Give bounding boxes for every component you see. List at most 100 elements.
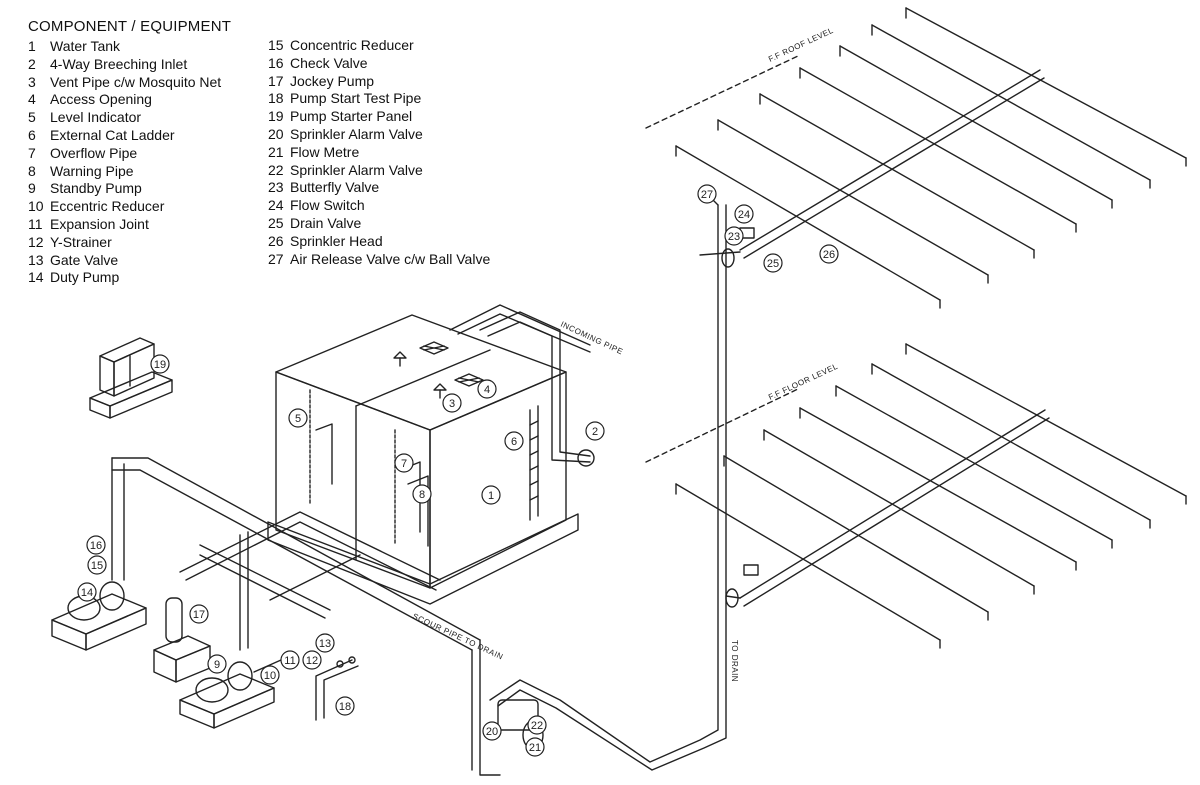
legend-item-number: 17 [268, 72, 284, 89]
roof-level-label: F.F ROOF LEVEL [767, 26, 835, 64]
legend-item-label: Jockey Pump [290, 72, 375, 89]
legend-item-label: Expansion Joint [50, 215, 149, 232]
legend-item-number: 3 [28, 73, 36, 90]
callout-circle [482, 721, 502, 741]
duty-pump [51, 581, 147, 651]
floor-level-valves [725, 564, 759, 608]
callout-number: 9 [214, 659, 220, 671]
legend-item-label: Level Indicator [50, 109, 142, 126]
legend-item-number: 19 [268, 108, 284, 125]
legend-item-number: 5 [28, 109, 36, 126]
legend-item-label: External Cat Ladder [50, 126, 175, 143]
legend-item: 15 Concentric Reducer [268, 37, 490, 55]
legend-item-label: Drain Valve [290, 214, 362, 231]
legend-item-label: Pump Start Test Pipe [290, 90, 422, 107]
legend-item-number: 22 [268, 161, 284, 178]
callout-number: 15 [91, 560, 103, 572]
legend-item-number: 10 [28, 198, 44, 215]
callout-number: 3 [449, 398, 455, 410]
callout-number: 18 [339, 701, 351, 713]
callout-number: 22 [531, 720, 543, 732]
legend-item-number: 15 [268, 37, 284, 53]
scour-pipe-label: SCOUR PIPE TO DRAIN [411, 612, 505, 662]
legend-item-number: 1 [28, 38, 36, 54]
legend-item-number: 11 [28, 215, 43, 232]
callout-number: 16 [90, 540, 102, 552]
callout-number: 7 [401, 458, 407, 470]
callout-circle [504, 431, 524, 451]
callout-number: 17 [193, 609, 205, 621]
legend-item: 18 Pump Start Test Pipe [268, 90, 490, 108]
to-drain-label: TO DRAIN [730, 640, 739, 682]
legend-item-label: 4-Way Breeching Inlet [50, 55, 188, 72]
callout-circle [525, 737, 545, 757]
legend-item-number: 26 [268, 232, 284, 249]
callout-number: 13 [319, 638, 331, 650]
callout-number: 4 [484, 384, 490, 396]
callout-circle [394, 453, 414, 473]
callout-number: 26 [823, 249, 835, 261]
callout-number: 11 [284, 655, 295, 667]
legend-item-label: Flow Switch [290, 197, 365, 214]
incoming-pipe [449, 304, 595, 467]
legend-item-label: Sprinkler Head [290, 232, 383, 249]
callout-number: 23 [728, 231, 740, 243]
legend-title: COMPONENT / EQUIPMENT [28, 18, 232, 35]
incoming-pipe-label: INCOMING PIPE [559, 320, 624, 357]
legend-item-label: Butterfly Valve [290, 179, 380, 196]
legend-item-number: 18 [268, 90, 284, 107]
legend-item-number: 12 [28, 233, 44, 250]
callout-number: 27 [701, 189, 713, 201]
legend-item-number: 27 [268, 250, 284, 267]
callout-circle [150, 354, 170, 374]
legend-item-label: Sprinkler Alarm Valve [290, 125, 423, 142]
callout-circle [87, 555, 107, 575]
pump-starter-panel [89, 337, 173, 419]
legend-item-number: 7 [28, 144, 36, 161]
legend-item: 17 Jockey Pump [268, 73, 490, 91]
legend-item-label: Duty Pump [50, 269, 120, 286]
legend-item-number: 8 [28, 162, 36, 179]
legend-item: 27 Air Release Valve c/w Ball Valve [268, 251, 490, 269]
legend-item: 6 External Cat Ladder [28, 127, 221, 145]
callout-number: 12 [306, 655, 318, 667]
callout-number: 24 [738, 209, 750, 221]
legend-item-label: Concentric Reducer [290, 37, 414, 53]
callout-circle [335, 696, 355, 716]
legend-item-number: 4 [28, 91, 36, 108]
callout-number: 1 [488, 490, 494, 502]
legend-item-number: 16 [268, 54, 284, 71]
legend-item: 5 Level Indicator [28, 109, 221, 127]
legend-item-label: Sprinkler Alarm Valve [290, 161, 423, 178]
legend-item-number: 21 [268, 143, 284, 160]
callout-circle [819, 244, 839, 264]
legend-item: 1 Water Tank [28, 38, 221, 56]
legend-item-number: 14 [28, 269, 44, 286]
legend-item: 26 Sprinkler Head [268, 233, 490, 251]
callout-circle [724, 226, 744, 246]
legend-item-label: Air Release Valve c/w Ball Valve [290, 250, 491, 267]
legend-item-label: Flow Metre [290, 143, 360, 160]
callout-circle [280, 650, 300, 670]
floor-level-label: F.F FLOOR LEVEL [767, 362, 839, 402]
pump-start-test-pipe [315, 656, 359, 721]
legend-item-number: 13 [28, 251, 44, 268]
standby-pump [179, 655, 291, 729]
legend-item: 11 Expansion Joint [28, 216, 221, 234]
legend-item-label: Standby Pump [50, 180, 142, 197]
legend-item-label: Water Tank [50, 38, 121, 54]
riser-pipe [489, 194, 727, 771]
legend-item-number: 6 [28, 126, 36, 143]
callout-circle [697, 184, 717, 204]
legend-item: 21 Flow Metre [268, 144, 490, 162]
legend-item-label: Vent Pipe c/w Mosquito Net [50, 73, 222, 90]
callout-circle [442, 393, 462, 413]
